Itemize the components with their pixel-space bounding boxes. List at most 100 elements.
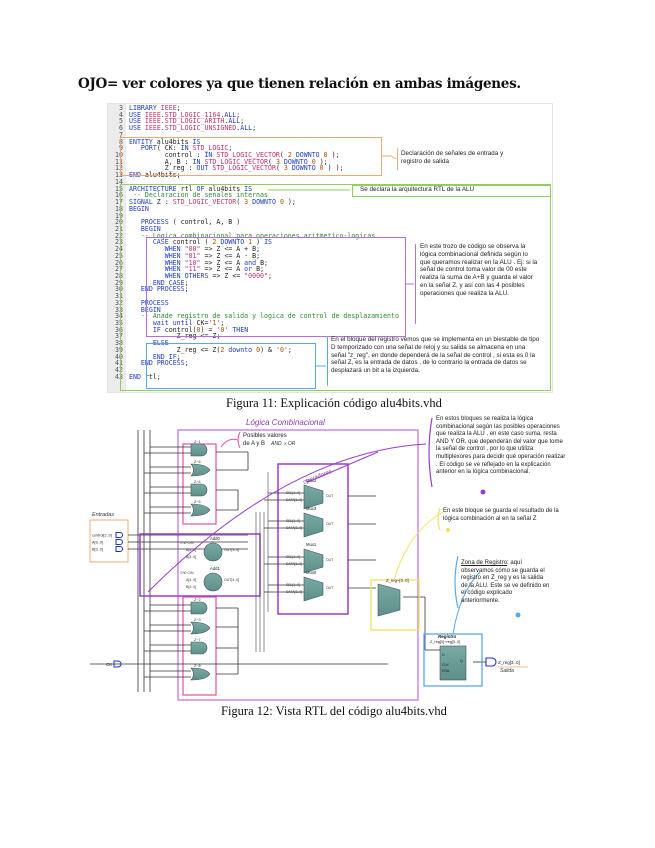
code-line: 29 END CASE; [115,278,189,287]
code-line: 28 WHEN OTHERS => Z <= "0000"; [115,271,272,280]
page-heading: OJO= ver colores ya que tienen relación … [78,76,521,92]
code-line: 27 WHEN "11" => Z <= A or B; [115,265,265,274]
code-line: 35 wait until CK='1'; [115,319,225,327]
adder-pin: B[3..0] [186,555,196,559]
clock-port-label: CK [106,662,112,667]
register-highlight-box [146,343,316,389]
code-line: 25 WHEN "01" => Z <= A - B; [115,251,261,260]
code-line: 11 A, B : IN STD_LOGIC_VECTOR( 3 DOWNTO … [115,157,328,166]
clock-port-icon [113,660,122,668]
adder-icon [203,572,223,592]
code-line: 42 [115,366,123,375]
entity-highlight-box [120,137,382,176]
rtl-figure: Lógica Combinacional Entradas control[2.… [88,412,570,704]
code-line: 21 BEGIN [115,224,161,233]
code-line: 36 IF control(0) = '0' THEN [115,325,249,334]
gate-label: Z~5 [194,500,201,504]
shift-mux [377,583,401,617]
mux-icon [303,548,324,574]
adders-frame [139,533,261,597]
annotation-arrows [268,155,414,367]
mux-label: Mux3 [306,506,317,511]
code-line: 12 Z_reg : OUT STD_LOGIC_VECTOR( 3 DOWNT… [115,164,344,173]
code-line: 31 [115,292,123,301]
gate-label: Z~3 [194,618,201,622]
input-port-label: control[2..0] [92,534,112,538]
code-line: 7 [119,130,123,139]
register-block [439,645,467,681]
inputs-frame [89,519,129,563]
combinational-frame [177,429,419,701]
svg-text:Z_reg~[3..0]: Z_reg~[3..0] [386,578,409,583]
posibles-note-1: Posibles valores [243,433,287,439]
adder-pin: 1'h0 CIN [180,541,194,545]
code-line: 19 [115,211,123,220]
svg-text:Z_reg[0]~reg[3..0]: Z_reg[0]~reg[3..0] [430,640,460,644]
or-gate [190,503,211,517]
architecture-note-box [352,185,551,197]
code-line: 32 PROCESS [115,298,169,307]
svg-text:D: D [442,653,445,657]
entradas-label: Entradas [92,512,114,518]
code-line: 39 Z_reg <= Z(2 downto 0) & '0'; [115,345,292,354]
adder-pin: A[4..0] [186,578,196,582]
output-port-icon [485,657,497,667]
zona-title: Zona de Registro [461,560,508,566]
bloques-note: En estos bloques se realiza la lógica co… [436,416,566,476]
zona-note: Zona de Registro: aquí observamos cómo s… [461,560,551,606]
gates-frame-bottom [182,596,217,696]
rtl-schematic: Lógica Combinacional Entradas control[2.… [89,417,528,701]
code-line: 33 BEGIN [115,305,161,314]
adder-pin: A[3..0] [186,548,196,552]
gate-label: Z~4 [194,480,201,484]
mux-pin: OUT [326,558,333,562]
or-gate [190,621,211,635]
gate-label: Z~2 [194,598,201,602]
svg-text:Salida: Salida [500,668,514,674]
adder-pin: B[4..0] [186,585,196,589]
svg-text:CLK: CLK [442,663,449,667]
mux-label: Mux0 [306,570,317,575]
and-gate [190,601,208,615]
input-port-label: A[3..0] [92,541,103,545]
figure11-caption: Figura 11: Explicación código alu4bits.v… [226,396,442,410]
architecture-highlight-box [120,184,551,391]
input-port-icon [115,546,123,552]
combinational-highlight-box [146,237,406,337]
mux-frame [277,463,349,615]
mux-icon [303,512,324,538]
input-port-icon [115,539,123,545]
figure12-caption: Figura 12: Vista RTL del código alu4bits… [221,704,447,718]
code-line: 14 [115,177,123,186]
gate-label: Z~7 [194,638,201,642]
mux-icon [303,484,324,510]
adder-icon [203,542,223,562]
input-port-icon [115,532,123,538]
gate-label: Z~6 [194,460,201,464]
gate-label: Z~1 [194,440,201,444]
mux-pin: OUT [326,522,333,526]
code-line: 9 PORT( CK: IN STD_LOGIC; [119,144,233,153]
posibles-note-2: de A y B [243,441,265,447]
svg-text:Registro: Registro [438,634,457,639]
code-line: 22 -- Logica combinacional para operacio… [115,231,376,240]
or-gate [190,667,211,681]
adder-pin: 1'h0 CIN [180,571,194,575]
adder-label: Add0 [210,536,220,541]
mux-pin: OUT [326,586,333,590]
input-port-label: B[3..0] [92,548,103,552]
mux-icon [303,576,324,602]
adder-label: Add1 [210,566,220,571]
code-line: 20 PROCESS ( control, A, B ) [115,218,241,227]
line-number-gutter [108,104,126,392]
shift-mux-frame [370,579,420,631]
